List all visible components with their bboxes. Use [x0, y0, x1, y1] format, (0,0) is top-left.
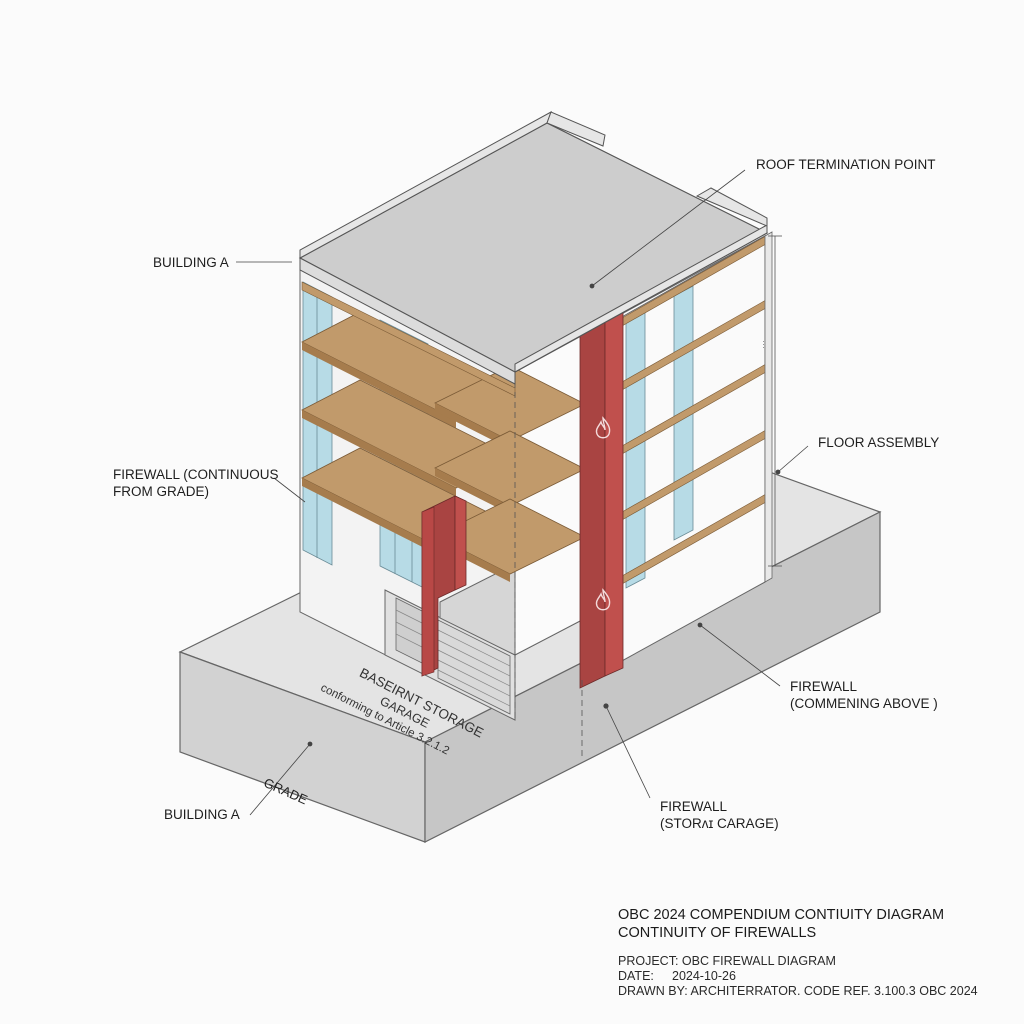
- date-value: 2024-10-26: [672, 969, 736, 983]
- firewall-storm-garage-label: FIREWALL (STORʌɪ CARAGE): [660, 798, 779, 832]
- building-a-top-label: BUILDING A: [153, 255, 229, 270]
- title-meta: PROJECT: OBC FIREWALL DIAGRAM DATE: 2024-…: [618, 954, 1018, 999]
- firewall-storm-line2: (STORʌɪ CARAGE): [660, 816, 779, 831]
- garage-door: [395, 597, 511, 715]
- fire-icon: [595, 588, 611, 611]
- title-block: OBC 2024 COMPENDIUM CONTIUITY DIAGRAM CO…: [618, 906, 1018, 999]
- height-dimension: [768, 235, 782, 567]
- firewall-continuous-label: FIREWALL (CONTINUOUS FROM GRADE): [113, 466, 279, 500]
- project-label: PROJECT:: [618, 954, 679, 968]
- firewall-continuous-line2: FROM GRADE): [113, 484, 209, 499]
- drawn-by: DRAWN BY: ARCHITERRATOR. CODE REF. 3.100…: [618, 984, 978, 998]
- project-value: OBC FIREWALL DIAGRAM: [681, 954, 836, 968]
- roof-termination-label: ROOF TERMINATION POINT: [756, 157, 936, 172]
- roof: [298, 110, 769, 385]
- building-a-bottom-label: BUILDING A: [164, 807, 240, 822]
- title-line2: CONTINUITY OF FIREWALLS: [618, 925, 817, 941]
- firewall-commencing-label: FIREWALL (COMMENING ABOVE ): [790, 678, 938, 712]
- dimension-text: ···: [759, 340, 769, 349]
- title-line1: OBC 2024 COMPENDIUM CONTIUITY DIAGRAM: [618, 907, 945, 923]
- leader-lines: [236, 169, 809, 816]
- building-b-right-tower: [514, 231, 773, 681]
- floor-assembly-label: FLOOR ASSEMBLY: [818, 435, 940, 450]
- firewall-continuous-line1: FIREWALL (CONTINUOUS: [113, 467, 279, 482]
- firewall-garage: [421, 495, 467, 677]
- firewall-commencing-line1: FIREWALL: [790, 679, 858, 694]
- firewall-storm-line1: FIREWALL: [660, 799, 728, 814]
- firewall-commencing-line2: (COMMENING ABOVE ): [790, 696, 938, 711]
- date-label: DATE:: [618, 969, 654, 983]
- firewall-main: [579, 285, 624, 689]
- fire-icon: [595, 416, 611, 439]
